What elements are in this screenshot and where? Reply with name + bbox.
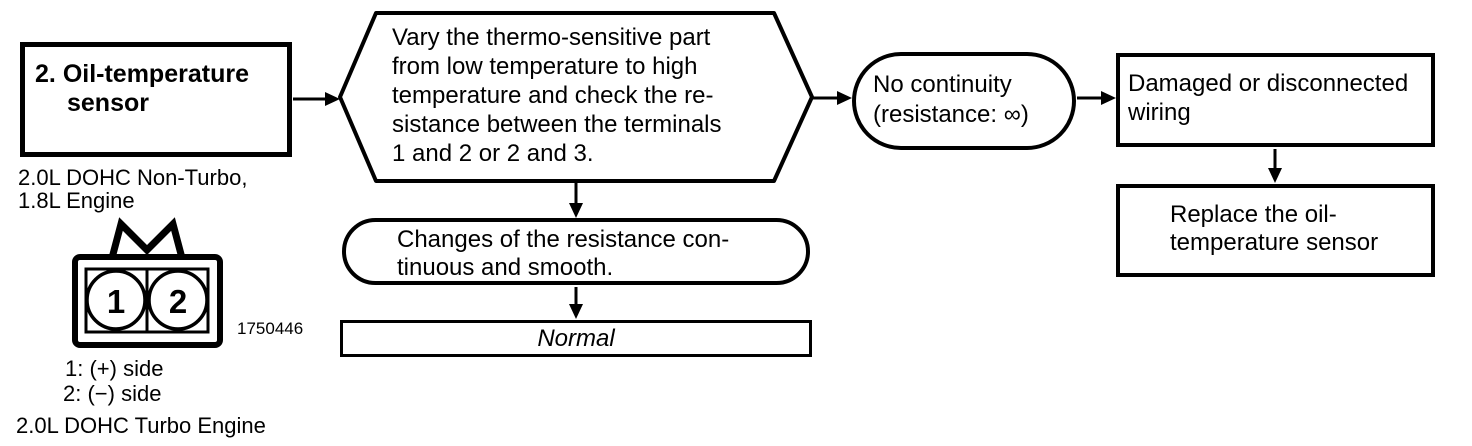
connector-terminal-1-circle (85, 269, 147, 331)
arrow-fail-result-to-cause (1077, 91, 1116, 105)
step-title: 2. Oil-temperature sensor (35, 60, 249, 118)
test-instruction: Vary the thermo-sensitive part from low … (392, 23, 722, 168)
connector-illustration (72, 217, 223, 348)
fail-action-line1: Replace the oil- (1170, 201, 1337, 228)
normal-outcome-box: Normal (340, 320, 812, 357)
connector-latch-tabs (108, 217, 186, 259)
normal-outcome-label: Normal (537, 324, 615, 352)
test-instruction-line4: sistance between the terminals (392, 111, 722, 138)
test-instruction-line5: 1 and 2 or 2 and 3. (392, 140, 594, 167)
pin-legend-line1: 1: (+) side (65, 356, 164, 381)
pass-result-stadium (342, 218, 810, 285)
arrow-test-to-fail-result (813, 91, 852, 105)
fail-action-text: Replace the oil- temperature sensor (1170, 201, 1378, 257)
fail-cause-text: Damaged or disconnected wiring (1128, 69, 1408, 127)
pass-result-line1: Changes of the resistance con- (397, 226, 730, 253)
arrow-pass-result-to-normal (569, 287, 583, 319)
figure-number: 1750446 (237, 319, 304, 338)
pin-legend-line2: 2: (−) side (63, 381, 162, 406)
step-title-box (20, 42, 292, 157)
fail-result-line1: No continuity (873, 71, 1012, 98)
fail-result-oval (852, 52, 1076, 150)
connector-pin-2-label: 2 (168, 283, 188, 320)
step-number: 2. (35, 60, 56, 88)
pass-result-line2: tinuous and smooth. (397, 254, 614, 281)
test-hexagon-shape (338, 11, 814, 183)
arrow-step-to-test (293, 92, 340, 106)
connector-pin-1-label: 1 (106, 283, 126, 320)
engine-label-nonturbo: 2.0L DOHC Non-Turbo, 1.8L Engine (18, 166, 247, 212)
arrow-test-to-pass-result (569, 183, 583, 218)
step-title-line1: 2. Oil-temperature (35, 60, 249, 89)
test-instruction-line2: from low temperature to high (392, 53, 698, 80)
component-name-line1: Oil-temperature (62, 60, 249, 88)
fail-result-line2: (resistance: ∞) (873, 101, 1029, 128)
engine-label-turbo: 2.0L DOHC Turbo Engine (16, 413, 266, 438)
arrow-cause-to-action (1268, 149, 1282, 183)
fail-cause-line1: Damaged or disconnected (1128, 70, 1409, 97)
fail-cause-line2: wiring (1128, 99, 1191, 126)
engine-label-nonturbo-line1: 2.0L DOHC Non-Turbo, (18, 165, 248, 190)
test-instruction-line1: Vary the thermo-sensitive part (392, 24, 711, 51)
connector-terminal-2-circle (147, 269, 209, 331)
component-name-line2: sensor (67, 89, 149, 117)
fail-result-text: No continuity (resistance: ∞) (873, 70, 1029, 130)
fail-action-line2: temperature sensor (1170, 229, 1379, 256)
engine-label-nonturbo-line2: 1.8L Engine (18, 188, 135, 213)
fail-cause-box (1116, 53, 1435, 147)
pass-result-text: Changes of the resistance con- tinuous a… (397, 226, 729, 282)
fail-action-box (1116, 184, 1435, 277)
test-instruction-line3: temperature and check the re- (392, 82, 714, 109)
